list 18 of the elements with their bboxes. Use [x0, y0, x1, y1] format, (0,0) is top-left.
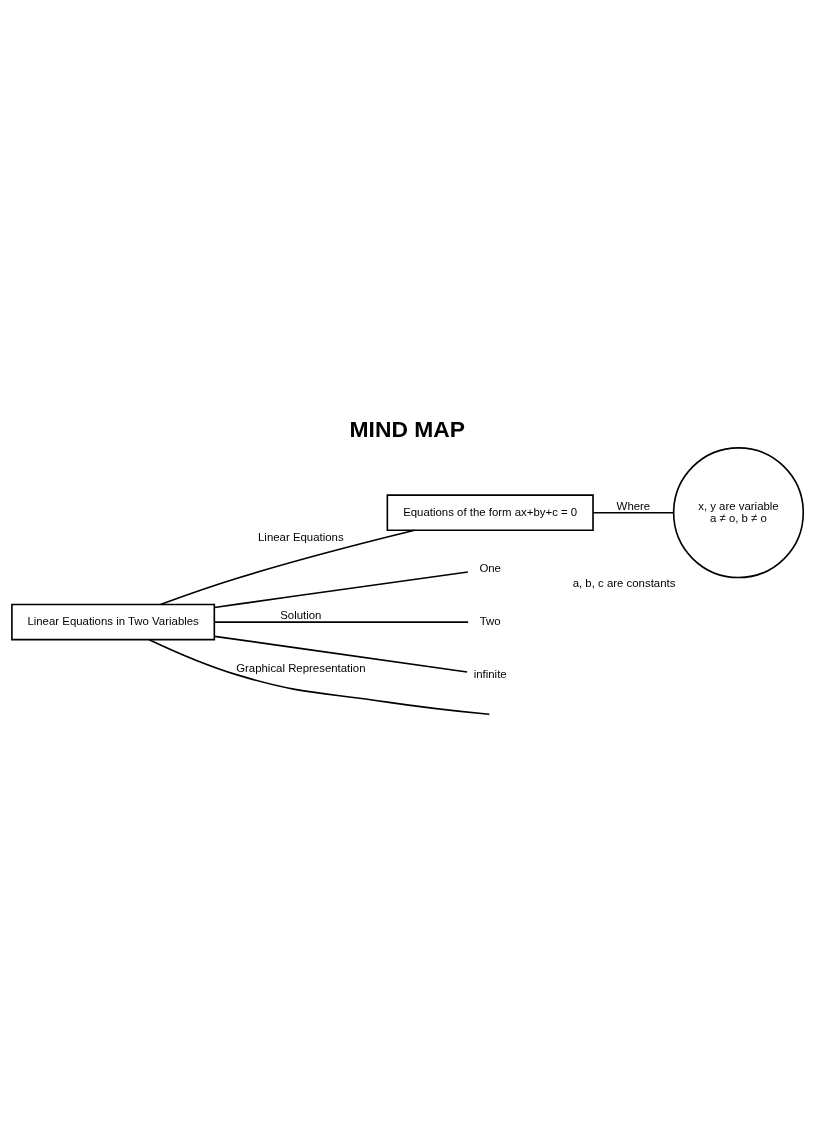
- connector: [213, 620, 469, 623]
- node-label: a, b, c are constants: [572, 576, 676, 589]
- edge-label: Graphical Representation: [236, 661, 366, 674]
- node-text: Two: [479, 614, 501, 627]
- connector: [592, 511, 675, 514]
- connector: [213, 635, 468, 673]
- connector: [159, 529, 416, 605]
- edge-label: Linear Equations: [258, 530, 344, 543]
- edge-label: Solution: [280, 608, 322, 621]
- node-circle: x, y are variable a ≠ o, b ≠ o: [672, 446, 805, 578]
- node-box: Linear Equations in Two Variables: [11, 603, 216, 640]
- connector: [148, 638, 491, 715]
- connector: [213, 570, 469, 608]
- node-box: Equations of the form ax+by+c = 0: [386, 493, 594, 531]
- edge-label: Where: [616, 499, 651, 512]
- node-text: infinite: [473, 667, 507, 680]
- diagram-title: MIND MAP: [349, 415, 466, 442]
- node-text: One: [479, 561, 501, 574]
